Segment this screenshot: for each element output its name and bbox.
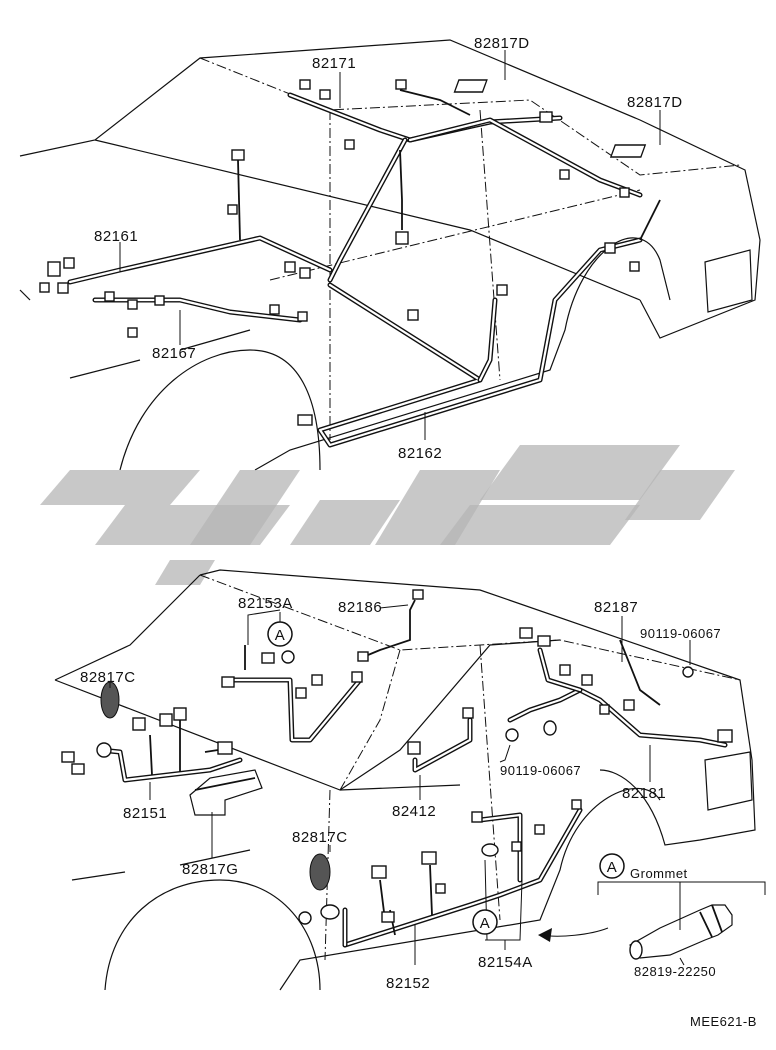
bottom-leaders	[109, 604, 691, 965]
top-leaders	[119, 50, 661, 440]
grommet-title: Grommet	[630, 866, 688, 881]
label-82161: 82161	[94, 228, 138, 245]
label-82187: 82187	[594, 599, 638, 616]
callout-A-grommet: A	[599, 853, 625, 879]
label-82151: 82151	[123, 805, 167, 822]
label-82167: 82167	[152, 345, 196, 362]
grommet-detail	[597, 881, 766, 966]
grommet-part-number: 82819-22250	[634, 964, 716, 979]
label-82817D-roof: 82817D	[474, 35, 530, 52]
grommet-letter: A	[607, 859, 618, 876]
callout-letter-a: A	[480, 915, 491, 932]
label-82817C-front: 82817C	[80, 669, 136, 686]
bottom-harness-82153A	[221, 645, 363, 743]
callout-A-82154A: A	[472, 909, 498, 935]
watermark-logo	[40, 445, 735, 585]
label-82817D-rear: 82817D	[627, 94, 683, 111]
label-82181: 82181	[622, 785, 666, 802]
label-82154A: 82154A	[478, 954, 533, 971]
bottom-car-body	[54, 569, 756, 991]
bottom-harness-front-82151	[61, 681, 243, 783]
label-82162: 82162	[398, 445, 442, 462]
label-90119-06067-mid: 90119-06067	[500, 763, 581, 778]
callout-A-82153A: A	[267, 621, 293, 647]
bottom-harness-82412	[407, 707, 474, 773]
top-harness-roof	[287, 79, 643, 283]
bottom-harness-rear-82181	[505, 627, 733, 748]
top-harness-left	[39, 149, 333, 338]
label-82186: 82186	[338, 599, 382, 616]
arrow-to-grommet	[538, 927, 609, 942]
label-82817C-rear: 82817C	[292, 829, 348, 846]
top-car-body	[19, 39, 761, 471]
label-82152: 82152	[386, 975, 430, 992]
bottom-harness-82152	[298, 799, 583, 948]
label-82817G: 82817G	[182, 861, 238, 878]
figure-code: MEE621-B	[690, 1014, 757, 1029]
label-90119-06067-rear: 90119-06067	[640, 626, 721, 641]
label-82171: 82171	[312, 55, 356, 72]
label-82412: 82412	[392, 803, 436, 820]
bottom-harness-82186	[357, 589, 424, 662]
callout-letter-a: A	[275, 627, 286, 644]
bottom-bracket-82817G	[189, 769, 263, 816]
top-harness-sill	[297, 199, 661, 448]
label-82153A: 82153A	[238, 595, 293, 612]
